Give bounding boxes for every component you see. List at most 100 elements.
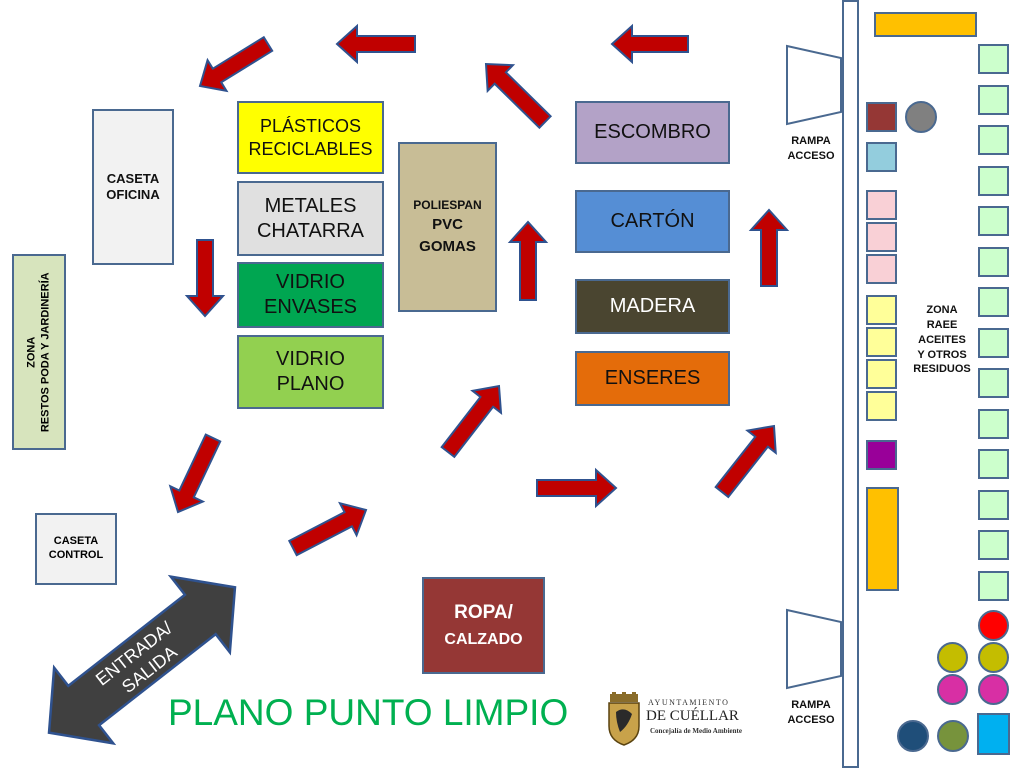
zone-plasticos: PLÁSTICOS RECICLABLES	[237, 101, 384, 174]
rampa-bottom-shape	[786, 608, 842, 690]
flow-arrow-3	[198, 35, 274, 93]
madera-label: MADERA	[609, 295, 696, 317]
pink-bin-2	[866, 222, 897, 252]
pink-bin-3	[866, 254, 897, 284]
carton-label: CARTÓN	[610, 210, 695, 232]
flow-arrow-4	[184, 239, 226, 318]
caseta-control-line2: CONTROL	[48, 549, 104, 561]
zone-carton: CARTÓN	[575, 190, 730, 253]
raee-bin-10	[978, 408, 1009, 439]
yellow-bin-2	[866, 327, 897, 357]
yellow-bin-1	[866, 295, 897, 325]
zone-vidrio-plano: VIDRIO PLANO	[237, 335, 384, 409]
zone-vidrio-envases: VIDRIO ENVASES	[237, 262, 384, 328]
dark-red-bin	[866, 102, 897, 132]
raee-bin-3	[978, 125, 1009, 155]
raee-line3: ACEITES	[918, 333, 966, 346]
flow-arrow-8	[507, 220, 549, 301]
plasticos-line1: PLÁSTICOS	[259, 116, 362, 136]
zone-madera: MADERA	[575, 279, 730, 334]
flow-arrow-2	[335, 23, 416, 65]
zona-poda-line2: RESTOS PODA Y JARDINERÍA	[40, 272, 52, 432]
rampa-bottom-label: RAMPA ACCESO	[782, 698, 840, 728]
tall-orange-bin	[866, 487, 899, 591]
raee-bin-7	[978, 287, 1009, 317]
coat-of-arms-icon	[608, 692, 640, 746]
flow-arrow-7	[440, 384, 503, 459]
olive-round-bin-1	[937, 642, 968, 673]
zona-restos-poda: ZONA RESTOS PODA Y JARDINERÍA	[12, 254, 66, 450]
flow-arrow-9	[484, 62, 553, 130]
poliespan-line1: POLIESPAN	[413, 197, 482, 212]
yellow-bin-4	[866, 391, 897, 421]
caseta-oficina: CASETA OFICINA	[92, 109, 174, 265]
entrada-salida-arrow: ENTRADA/ SALIDA	[47, 574, 237, 746]
raee-bin-2	[978, 84, 1009, 115]
logo-line2: DE CUÉLLAR	[646, 708, 739, 724]
raee-bin-12	[978, 489, 1009, 520]
metales-line1: METALES	[264, 194, 357, 217]
rampa-top-line1: RAMPA	[791, 135, 831, 147]
flow-arrow-10	[536, 467, 618, 509]
raee-bin-11	[978, 449, 1009, 479]
caseta-control-line1: CASETA	[53, 535, 99, 548]
vidrio-envases-line2: ENVASES	[264, 296, 357, 318]
raee-line1: ZONA	[926, 304, 958, 316]
poliespan-line2: PVC	[432, 215, 463, 233]
zone-enseres: ENSERES	[575, 351, 730, 406]
zone-escombro: ESCOMBRO	[575, 101, 730, 164]
zona-raee-label: ZONA RAEE ACEITES Y OTROS RESIDUOS	[906, 303, 978, 377]
zona-poda-line1: ZONA	[25, 336, 38, 368]
raee-bin-5	[978, 206, 1009, 236]
raee-line5: RESIDUOS	[913, 363, 971, 376]
raee-bin-8	[978, 327, 1009, 358]
logo: AYUNTAMIENTO DE CUÉLLAR Concejalía de Me…	[606, 692, 746, 748]
rampa-top-label: RAMPA ACCESO	[782, 134, 840, 164]
raee-bin-14	[978, 570, 1009, 601]
ropa-line1: ROPA/	[454, 602, 513, 624]
escombro-label: ESCOMBRO	[594, 121, 711, 143]
logo-line1: AYUNTAMIENTO	[648, 698, 730, 707]
purple-bin	[866, 440, 897, 470]
flow-arrow-11	[714, 424, 777, 499]
red-round-bin	[978, 610, 1009, 641]
yellow-bin-3	[866, 359, 897, 389]
olive-round-bin-2	[978, 642, 1009, 673]
enseres-label: ENSERES	[604, 367, 701, 389]
ropa-line2: CALZADO	[444, 630, 523, 648]
poliespan-line3: GOMAS	[419, 237, 476, 255]
platform-strip	[842, 0, 859, 768]
light-blue-bin	[866, 142, 897, 172]
rampa-top-shape	[786, 44, 842, 126]
raee-bin-9	[978, 368, 1009, 398]
plasticos-line2: RECICLABLES	[248, 138, 373, 159]
navy-round-bin	[897, 720, 929, 752]
top-orange-bin	[874, 12, 977, 37]
logo-line3: Concejalía de Medio Ambiente	[650, 727, 742, 735]
vidrio-envases-line1: VIDRIO	[276, 271, 345, 293]
vidrio-plano-line1: VIDRIO	[276, 348, 345, 370]
rampa-bottom-line1: RAMPA	[791, 699, 831, 711]
magenta-round-bin-2	[978, 674, 1009, 705]
raee-bin-4	[978, 165, 1009, 196]
raee-bin-13	[978, 530, 1009, 560]
zone-poliespan: POLIESPAN PVC GOMAS	[398, 142, 497, 312]
raee-bin-1	[978, 44, 1009, 74]
raee-bin-6	[978, 246, 1009, 277]
vidrio-plano-line2: PLANO	[276, 373, 345, 395]
raee-line2: RAEE	[926, 318, 958, 331]
caseta-control: CASETA CONTROL	[35, 513, 117, 585]
gray-round-bin	[905, 101, 937, 133]
rampa-bottom-line2: ACCESO	[787, 713, 835, 726]
flow-arrow-12	[748, 208, 790, 287]
flow-arrow-1	[610, 23, 689, 65]
flow-arrow-5	[168, 433, 222, 514]
zone-ropa: ROPA/ CALZADO	[422, 577, 545, 674]
blue-square-bin	[977, 713, 1010, 755]
zone-metales: METALES CHATARRA	[237, 181, 384, 256]
caseta-oficina-line1: CASETA	[106, 170, 160, 186]
caseta-oficina-line2: OFICINA	[106, 187, 160, 202]
metales-line2: CHATARRA	[256, 219, 365, 242]
magenta-round-bin-1	[937, 674, 968, 705]
green-round-bin	[937, 720, 969, 752]
